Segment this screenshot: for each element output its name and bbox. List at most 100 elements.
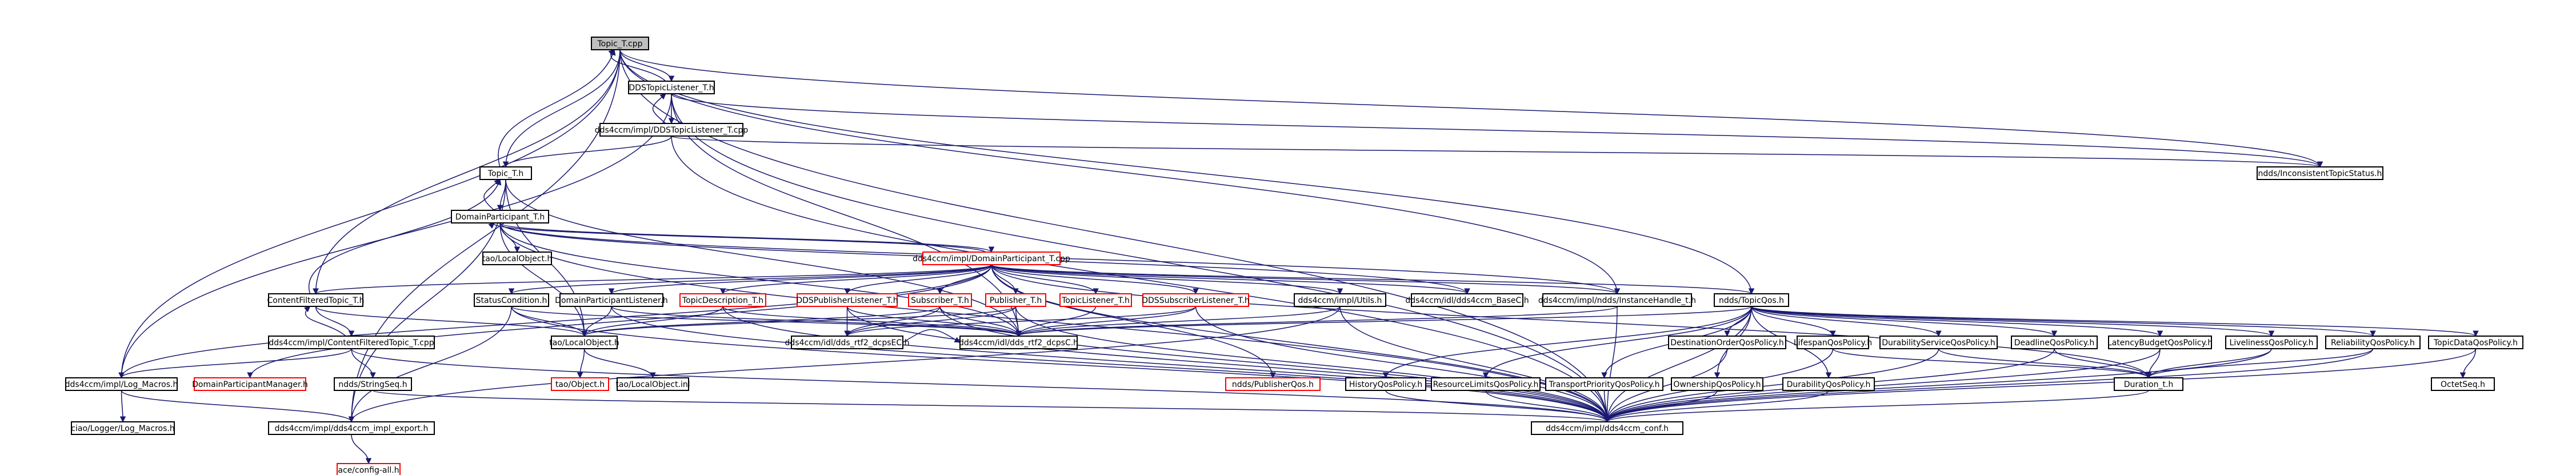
graph-node-n18[interactable]: dds4ccm/idl/dds4ccm_BaseC.h [1405,293,1529,307]
graph-node-n15[interactable]: TopicListener_T.h [1059,293,1132,307]
graph-node-n30[interactable]: LivelinessQosPolicy.h [2225,336,2318,349]
graph-node-n24[interactable]: dds4ccm/idl/dds_rtf2_dcpsC.h [959,336,1078,349]
edge-n22-to-n36 [577,348,585,379]
edge-n0-to-n19 [619,49,1621,295]
edge-n8-to-n22 [315,306,587,337]
graph-node-n32[interactable]: TopicDataQosPolicy.h [2428,336,2523,349]
graph-node-n21[interactable]: dds4ccm/impl/ContentFilteredTopic_T.cpp [268,336,435,349]
graph-node-n7[interactable]: dds4ccm/impl/DomainParticipant_T.cpp [913,252,1070,265]
edge-n7-to-n20 [991,264,1754,295]
graph-node-n33[interactable]: dds4ccm/impl/Log_Macros.h [65,377,178,391]
edge-n11-to-n22 [581,306,723,337]
graph-node-n16[interactable]: DDSSubscriberListener_T.h [1142,293,1250,307]
node-label: TopicDataQosPolicy.h [2433,338,2518,348]
graph-node-n36[interactable]: tao/Object.h [551,377,609,391]
graph-node-n10[interactable]: DomainParticipantListener.h [555,293,668,307]
graph-node-n37[interactable]: tao/LocalObject.inl [615,377,690,391]
node-box [985,293,1046,307]
node-box [959,336,1078,349]
edges-layer [118,49,2479,465]
graph-node-n25[interactable]: DestinationOrderQosPolicy.h [1668,336,1786,349]
node-label: TopicDescription_T.h [682,296,763,305]
graph-node-n29[interactable]: LatencyBudgetQosPolicy.h [2107,336,2213,349]
graph-node-n5[interactable]: DomainParticipant_T.h [451,210,549,223]
graph-node-n40[interactable]: ResourceLimitsQosPolicy.h [1431,377,1541,391]
graph-node-n8[interactable]: ContentFilteredTopic_T.h [267,293,365,307]
graph-node-n20[interactable]: ndds/TopicQos.h [1714,293,1789,307]
node-box [791,336,903,349]
edge-n13-to-n23 [844,306,941,337]
graph-node-n9[interactable]: StatusCondition.h [474,293,549,307]
node-box [1059,293,1132,307]
graph-node-n4[interactable]: ndds/InconsistentTopicStatus.h [2257,166,2383,180]
graph-node-n44[interactable]: Duration_t.h [2114,377,2183,391]
graph-node-n26[interactable]: LifespanQosPolicy.h [1794,336,1872,349]
node-box [337,463,401,475]
graph-node-n11[interactable]: TopicDescription_T.h [679,293,766,307]
node-label: ndds/TopicQos.h [1719,296,1784,305]
node-label: DDSPublisherListener_T.h [796,296,898,305]
edge-n7-to-n18 [991,264,1470,295]
graph-node-n43[interactable]: DurabilityQosPolicy.h [1782,377,1875,391]
graph-node-n34[interactable]: DomainParticipantManager.h [192,377,308,391]
graph-node-n42[interactable]: OwnershipQosPolicy.h [1671,377,1763,391]
graph-node-n1[interactable]: DDSTopicListener_T.h [628,81,715,94]
node-label: TransportPriorityQosPolicy.h [1549,380,1660,389]
node-label: OctetSeq.h [2441,380,2485,389]
graph-node-n48[interactable]: dds4ccm/impl/dds4ccm_conf.h [1531,421,1683,435]
graph-node-n2[interactable]: dds4ccm/impl/DDSTopicListener_T.cpp [595,123,749,137]
node-label: tao/LocalObject.h [482,254,553,264]
node-box [479,166,532,180]
node-box [1668,336,1786,349]
graph-node-n14[interactable]: Publisher_T.h [985,293,1046,307]
edge-n0-to-n4 [619,49,2323,168]
graph-node-n6[interactable]: tao/LocalObject.h [482,252,553,265]
node-box [1782,377,1875,391]
graph-node-n12[interactable]: DDSPublisherListener_T.h [796,293,898,307]
edge-n0-to-n47 [348,49,621,423]
graph-node-n0[interactable]: Topic_T.cpp [591,37,649,50]
graph-node-n27[interactable]: DurabilityServiceQosPolicy.h [1879,336,1998,349]
edge-n26-to-n44 [1832,348,2152,379]
edge-n2-to-n4 [671,135,2323,168]
graph-node-n45[interactable]: OctetSeq.h [2431,377,2495,391]
graph-node-n23[interactable]: dds4ccm/idl/dds_rtf2_dcpsEC.h [785,336,910,349]
node-label: ciao/Logger/Log_Macros.h [71,424,174,433]
edge-n7-to-n34 [247,264,992,379]
graph-node-n28[interactable]: DeadlineQosPolicy.h [2011,336,2098,349]
edge-n39-to-n48 [1385,390,1610,423]
edge-n5-to-n3 [483,179,501,211]
graph-node-n17[interactable]: dds4ccm/impl/Utils.h [1294,293,1386,307]
edge-n47-to-n49 [351,434,372,465]
node-label: DurabilityQosPolicy.h [1787,380,1871,389]
node-box [2114,377,2183,391]
node-label: DomainParticipant_T.h [455,213,545,222]
graph-node-n22[interactable]: tao/LocalObject.h [549,336,619,349]
edge-n7-to-n9 [509,264,992,295]
graph-node-n3[interactable]: Topic_T.h [479,166,532,180]
graph-node-n41[interactable]: TransportPriorityQosPolicy.h [1545,377,1663,391]
node-label: Topic_T.cpp [597,39,642,49]
graph-node-n19[interactable]: dds4ccm/impl/ndds/InstanceHandle_t.h [1538,293,1696,307]
graph-node-n31[interactable]: ReliabilityQosPolicy.h [2325,336,2421,349]
edge-n20-to-n28 [1751,306,2058,337]
graph-node-n47[interactable]: dds4ccm/impl/dds4ccm_impl_export.h [268,421,435,435]
graph-node-n46[interactable]: ciao/Logger/Log_Macros.h [71,421,175,435]
node-label: ResourceLimitsQosPolicy.h [1433,380,1539,389]
edge-n0-to-n8 [313,49,621,295]
graph-node-n38[interactable]: ndds/PublisherQos.h [1225,377,1321,391]
graph-node-n49[interactable]: ace/config-all.h [337,463,401,475]
graph-node-n39[interactable]: HistoryQosPolicy.h [1345,377,1426,391]
edge-n17-to-n47 [348,306,1341,423]
edge-n29-to-n44 [2145,348,2161,379]
edge-n44-to-n48 [1604,390,2149,423]
node-box [2325,336,2421,349]
edge-n25-to-n48 [1604,348,1728,423]
edge-n32-to-n45 [2459,348,2477,379]
graph-node-n35[interactable]: ndds/StringSeq.h [334,377,412,391]
graph-node-n13[interactable]: Subscriber_T.h [908,293,972,307]
edge-n7-to-n8 [313,264,992,295]
edge-n0-to-n33 [118,49,621,379]
edge-n30-to-n48 [1604,348,2272,423]
edge-n11-to-n48 [722,306,1610,423]
